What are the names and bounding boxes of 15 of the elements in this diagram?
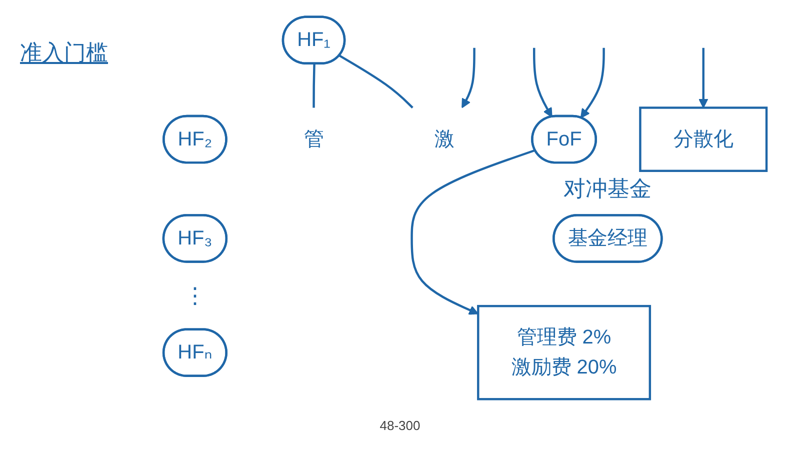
node-box: 分散化: [639, 106, 768, 172]
arrow: [698, 48, 708, 108]
arrow: [533, 48, 552, 118]
node-text: 管: [304, 128, 324, 150]
connector: [339, 54, 414, 109]
arrow: [462, 48, 476, 108]
node-box: 管理费 2% 激励费 20%: [477, 304, 652, 400]
connector: [312, 64, 316, 108]
note-text: ⋮: [184, 282, 206, 309]
note-text: 对冲基金: [564, 176, 652, 202]
note-text: 准入门槛: [20, 40, 108, 66]
arrow: [580, 48, 605, 118]
arrow: [410, 149, 536, 315]
page-number: 48-300: [380, 418, 420, 433]
node-text: 激: [434, 128, 454, 150]
